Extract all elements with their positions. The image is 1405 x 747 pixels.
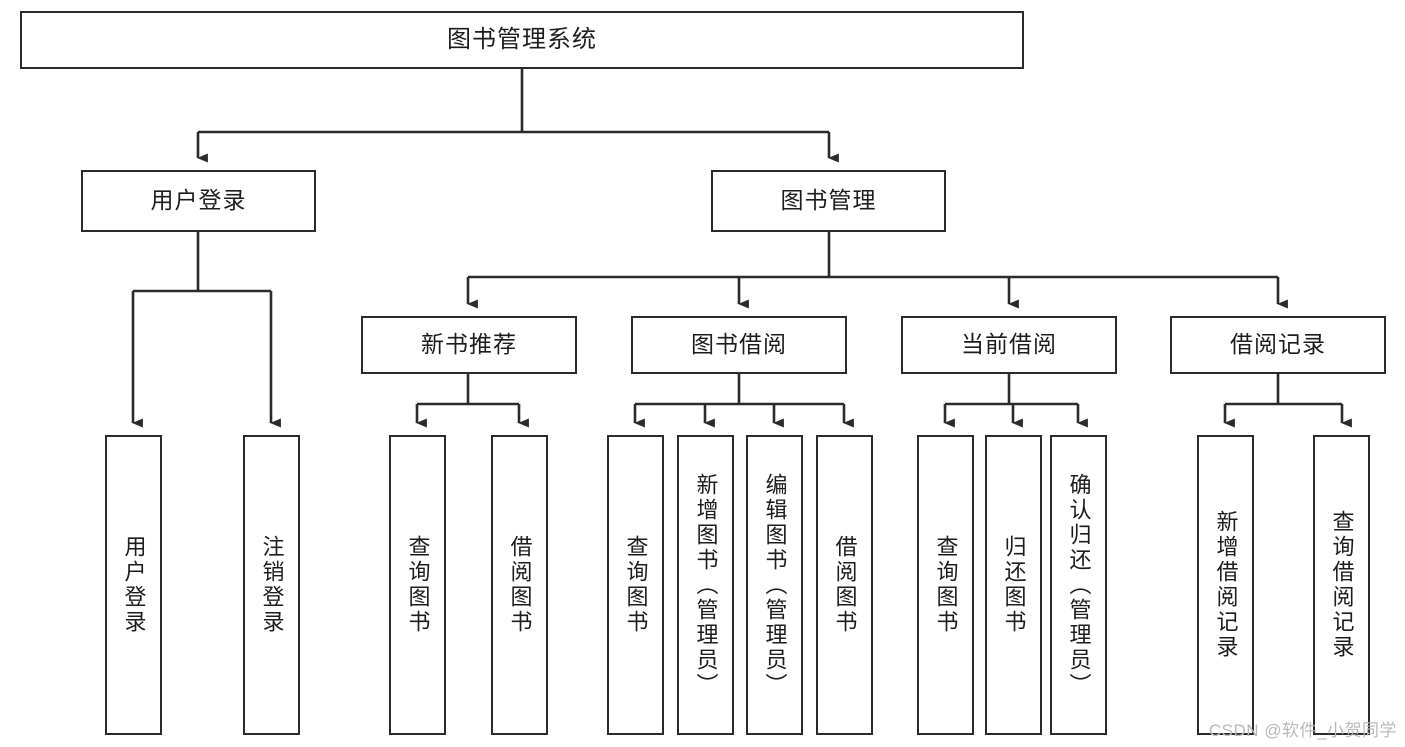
node-label: 查询借阅记录 xyxy=(1329,510,1355,660)
node-new-book-recommend[interactable]: 新书推荐 xyxy=(361,316,577,374)
leaf-current-return-book[interactable]: 归还图书 xyxy=(985,435,1042,735)
leaf-current-query-book[interactable]: 查询图书 xyxy=(917,435,974,735)
node-label: 编辑图书（管理员） xyxy=(762,472,788,698)
node-label: 借阅图书 xyxy=(832,535,858,635)
leaf-user-login-login[interactable]: 用户登录 xyxy=(105,435,162,735)
node-label: 查询图书 xyxy=(623,535,649,635)
leaf-borrow-borrow-book[interactable]: 借阅图书 xyxy=(816,435,873,735)
leaf-records-query-record[interactable]: 查询借阅记录 xyxy=(1313,435,1370,735)
node-label: 查询图书 xyxy=(933,535,959,635)
node-label: 图书管理 xyxy=(780,187,877,214)
watermark-text: CSDN @软件_小贺同学 xyxy=(1208,721,1397,740)
node-label: 当前借阅 xyxy=(961,331,1057,358)
node-label: 新书推荐 xyxy=(421,331,517,358)
leaf-new-book-query[interactable]: 查询图书 xyxy=(389,435,446,735)
leaf-current-confirm-return-admin[interactable]: 确认归还（管理员） xyxy=(1050,435,1107,735)
node-book-borrow[interactable]: 图书借阅 xyxy=(631,316,847,374)
node-label: 新增图书（管理员） xyxy=(693,472,719,698)
node-label: 用户登录 xyxy=(150,187,247,214)
node-label: 借阅记录 xyxy=(1230,331,1326,358)
leaf-borrow-query-book[interactable]: 查询图书 xyxy=(607,435,664,735)
leaf-borrow-edit-book-admin[interactable]: 编辑图书（管理员） xyxy=(746,435,803,735)
node-label: 新增借阅记录 xyxy=(1213,510,1239,660)
node-label: 归还图书 xyxy=(1001,535,1027,635)
leaf-records-add-record[interactable]: 新增借阅记录 xyxy=(1197,435,1254,735)
node-user-login[interactable]: 用户登录 xyxy=(81,170,316,232)
node-label: 图书借阅 xyxy=(691,331,787,358)
node-borrow-records[interactable]: 借阅记录 xyxy=(1170,316,1386,374)
node-root-system[interactable]: 图书管理系统 xyxy=(20,11,1024,69)
node-label: 图书管理系统 xyxy=(447,25,597,53)
node-book-management[interactable]: 图书管理 xyxy=(711,170,946,232)
node-current-borrow[interactable]: 当前借阅 xyxy=(901,316,1117,374)
node-label: 借阅图书 xyxy=(507,535,533,635)
leaf-new-book-borrow[interactable]: 借阅图书 xyxy=(491,435,548,735)
node-label: 用户登录 xyxy=(121,535,147,635)
leaf-user-login-logout[interactable]: 注销登录 xyxy=(243,435,300,735)
node-label: 查询图书 xyxy=(405,535,431,635)
node-label: 确认归还（管理员） xyxy=(1066,472,1092,698)
node-label: 注销登录 xyxy=(259,535,285,635)
leaf-borrow-add-book-admin[interactable]: 新增图书（管理员） xyxy=(677,435,734,735)
